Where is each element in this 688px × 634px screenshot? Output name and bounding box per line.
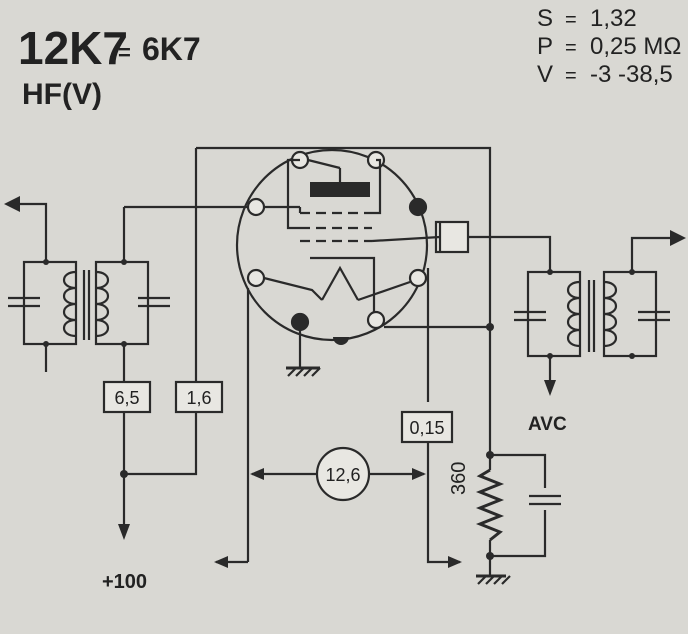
right-transformer-dots xyxy=(547,269,635,359)
svg-text:12,6: 12,6 xyxy=(325,465,360,485)
heater-voltage-circle: 12,6 xyxy=(315,446,371,502)
junction-dots xyxy=(120,323,494,560)
svg-text:V: V xyxy=(537,61,553,88)
tube-symbol xyxy=(235,148,470,345)
svg-text:1,6: 1,6 xyxy=(186,388,211,408)
box-0-15: 0,15 xyxy=(400,410,454,444)
ground-resistor xyxy=(476,574,511,585)
svg-text:P: P xyxy=(537,33,553,60)
tube-title: 12K7 xyxy=(18,22,128,74)
wiring xyxy=(18,146,672,575)
svg-text:=: = xyxy=(565,65,577,87)
spec-s: S = 1,32 xyxy=(537,5,637,32)
box-1-6: 1,6 xyxy=(174,380,224,414)
right-transformer xyxy=(514,262,670,358)
bypass-capacitor xyxy=(529,494,561,506)
function-label: HF(V) xyxy=(22,78,102,111)
avc-label: AVC xyxy=(528,414,567,435)
svg-text:=: = xyxy=(565,37,577,59)
svg-text:=: = xyxy=(565,9,577,31)
svg-text:0,25 MΩ: 0,25 MΩ xyxy=(590,33,681,60)
svg-text:0,15: 0,15 xyxy=(409,418,444,438)
svg-text:6,5: 6,5 xyxy=(114,388,139,408)
ground-tube xyxy=(286,330,321,377)
svg-text:1,32: 1,32 xyxy=(590,5,637,32)
spec-p: P = 0,25 MΩ xyxy=(537,33,681,60)
arrowheads xyxy=(4,196,686,568)
equiv-tube: 6K7 xyxy=(142,31,201,67)
resistor-label: 360 xyxy=(448,462,470,495)
svg-text:-3 -38,5: -3 -38,5 xyxy=(590,61,673,88)
cathode-resistor xyxy=(475,468,505,542)
box-6-5: 6,5 xyxy=(102,380,152,414)
left-transformer-dots xyxy=(43,259,127,347)
supply-label: +100 xyxy=(102,571,147,593)
left-transformer xyxy=(8,260,170,346)
spec-v: V = -3 -38,5 xyxy=(537,61,673,88)
svg-text:S: S xyxy=(537,5,553,32)
equiv-separator: = xyxy=(118,40,131,65)
